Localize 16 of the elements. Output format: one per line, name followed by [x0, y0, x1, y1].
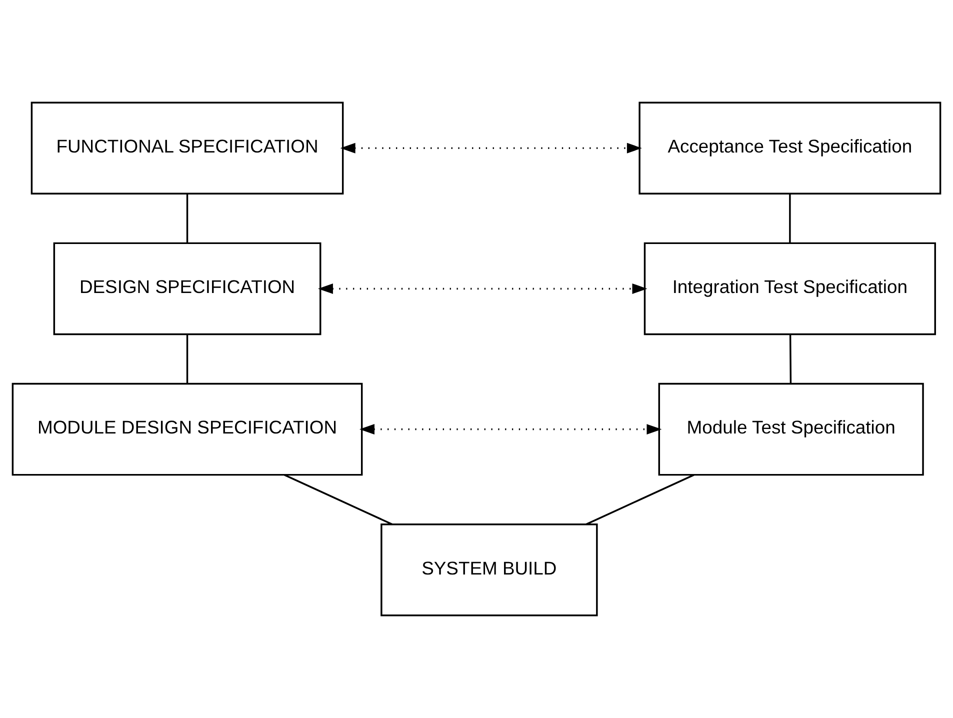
node-box: FUNCTIONAL SPECIFICATION	[30, 102, 344, 194]
arrow	[359, 424, 662, 435]
node-box: Module Test Specification	[658, 382, 924, 476]
connector	[186, 334, 188, 384]
connector	[789, 334, 792, 384]
connector	[284, 474, 393, 526]
arrow	[318, 283, 648, 294]
node-box: Acceptance Test Specification	[638, 102, 942, 194]
node-box: SYSTEM BUILD	[380, 524, 598, 616]
arrow	[340, 142, 642, 154]
node-box: DESIGN SPECIFICATION	[53, 242, 322, 336]
connector	[186, 194, 188, 244]
node-box: Integration Test Specification	[644, 242, 936, 336]
node-box: MODULE DESIGN SPECIFICATION	[12, 382, 363, 476]
connector	[586, 474, 694, 526]
connector	[789, 194, 791, 244]
